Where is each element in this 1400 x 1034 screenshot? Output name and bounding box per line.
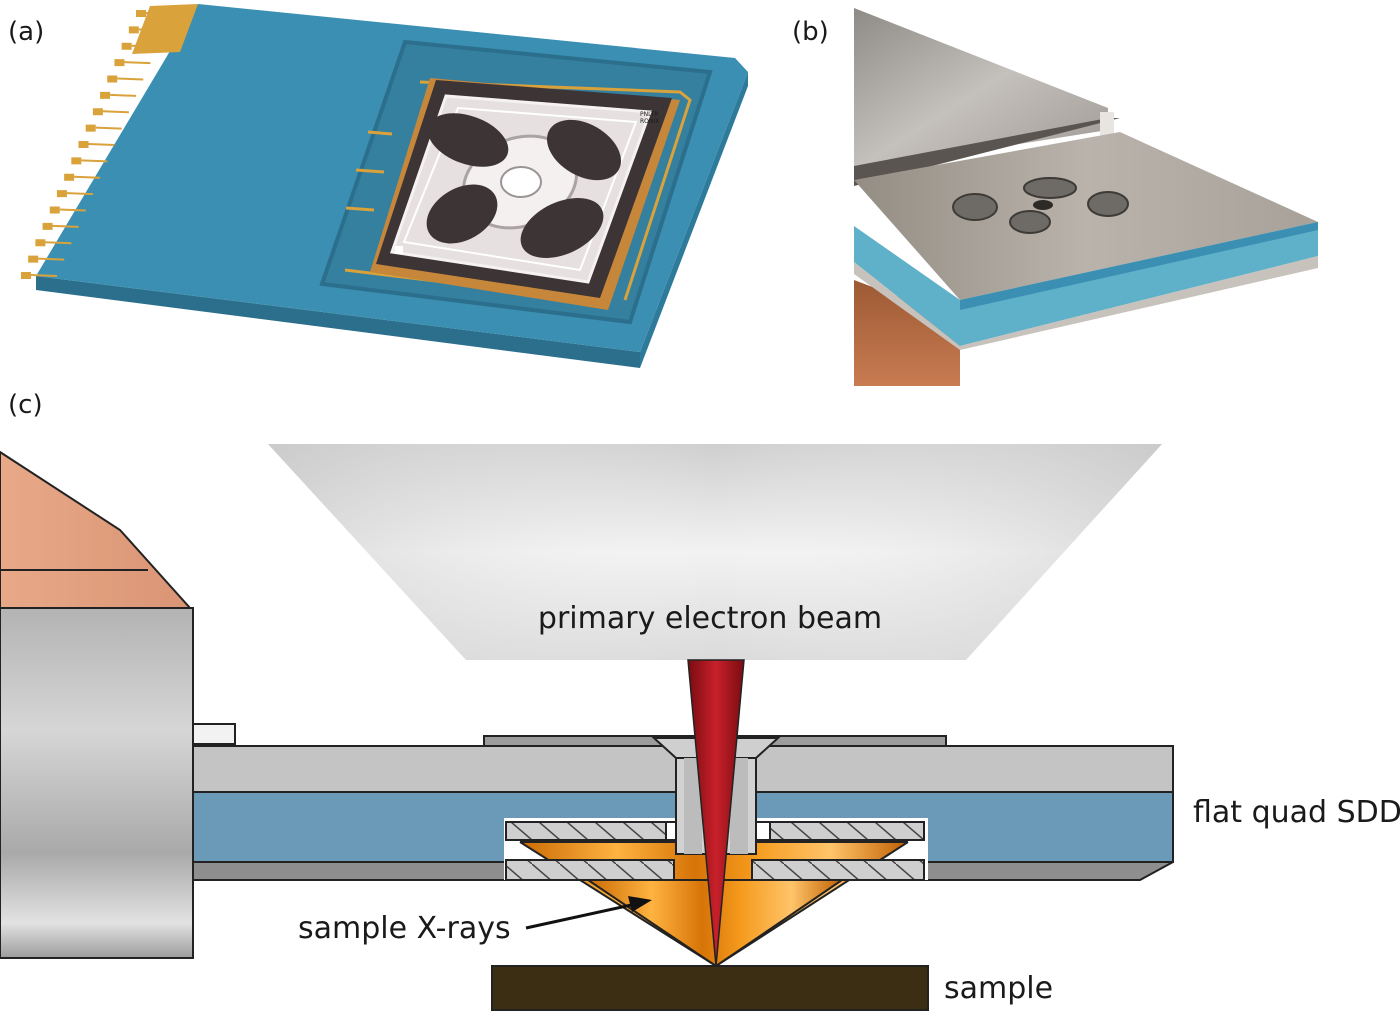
gold-contact-pad [49, 206, 60, 214]
sdd-segments [426, 113, 621, 259]
gold-contact-trace [138, 28, 165, 32]
gold-contact-pad [64, 173, 75, 181]
gold-contact-trace [52, 224, 79, 228]
gold-contact-pad [85, 124, 96, 132]
gold-contact-trace [59, 208, 86, 212]
gold-contact-pad [121, 42, 132, 50]
panel-a: PNLTR RONIX [21, 4, 748, 368]
gold-contact-pad [114, 59, 125, 67]
label-electron-beam: primary electron beam [538, 601, 882, 636]
center-hole [500, 166, 542, 198]
gold-contact-pad [56, 190, 67, 198]
panel-c [0, 444, 1174, 1011]
gold-contact-pad [128, 26, 139, 34]
xray-arrow [525, 902, 637, 930]
gold-contact-trace [124, 61, 151, 65]
label-sample: sample [944, 971, 1053, 1006]
copper-mount [854, 280, 960, 386]
panel-label-b: (b) [792, 17, 829, 47]
gold-contact-trace [95, 126, 122, 130]
gold-contacts [21, 10, 173, 279]
gold-contact-pad [21, 272, 31, 279]
label-sample-xrays: sample X-rays [298, 911, 511, 946]
detector-housing [0, 607, 194, 959]
steel-cover [854, 8, 1108, 170]
panel-label-c: (c) [8, 390, 43, 420]
gold-contact-trace [81, 159, 108, 163]
gold-contact-trace [102, 110, 129, 114]
gold-contact-trace [88, 143, 115, 146]
chip-marking: PNLTR [640, 111, 658, 118]
panel-label-a: (a) [8, 17, 44, 47]
trace-top [419, 80, 692, 301]
sample-block [491, 965, 929, 1011]
board-edge [36, 276, 640, 368]
housing-tab [192, 723, 236, 745]
connector-fingers [132, 4, 198, 54]
gold-contact-pad [42, 222, 53, 230]
gold-contact-trace [145, 12, 173, 15]
detector-plate [854, 132, 1318, 300]
chip-layer-right [767, 821, 925, 841]
gold-contact-pad [136, 10, 146, 17]
gold-contact-trace [110, 93, 137, 97]
gold-contact-trace [117, 77, 144, 81]
svg-text:RONIX: RONIX [640, 118, 659, 125]
gold-contact-trace [66, 192, 93, 196]
gold-contact-pad [71, 157, 82, 165]
plate-holes [952, 177, 1129, 234]
board-edge-right [640, 72, 748, 368]
gold-contact-pad [107, 75, 118, 83]
chip-layer-left [505, 821, 667, 841]
gold-contact-pad [35, 239, 46, 247]
electron-beam [687, 659, 745, 967]
label-flat-quad-sdd: flat quad SDD [1193, 795, 1400, 830]
copper-wedge [0, 450, 193, 609]
gold-contact-trace [131, 44, 158, 48]
gold-contact-trace [74, 175, 101, 179]
gold-contact-pad [92, 108, 103, 116]
gold-contact-pad [28, 255, 39, 263]
gold-contact-trace [38, 257, 65, 261]
gold-contact-trace [30, 274, 58, 277]
gold-contact-pad [100, 91, 111, 99]
gold-contact-pad [78, 141, 89, 148]
gold-contact-trace [45, 241, 72, 245]
panel-b [854, 8, 1320, 386]
